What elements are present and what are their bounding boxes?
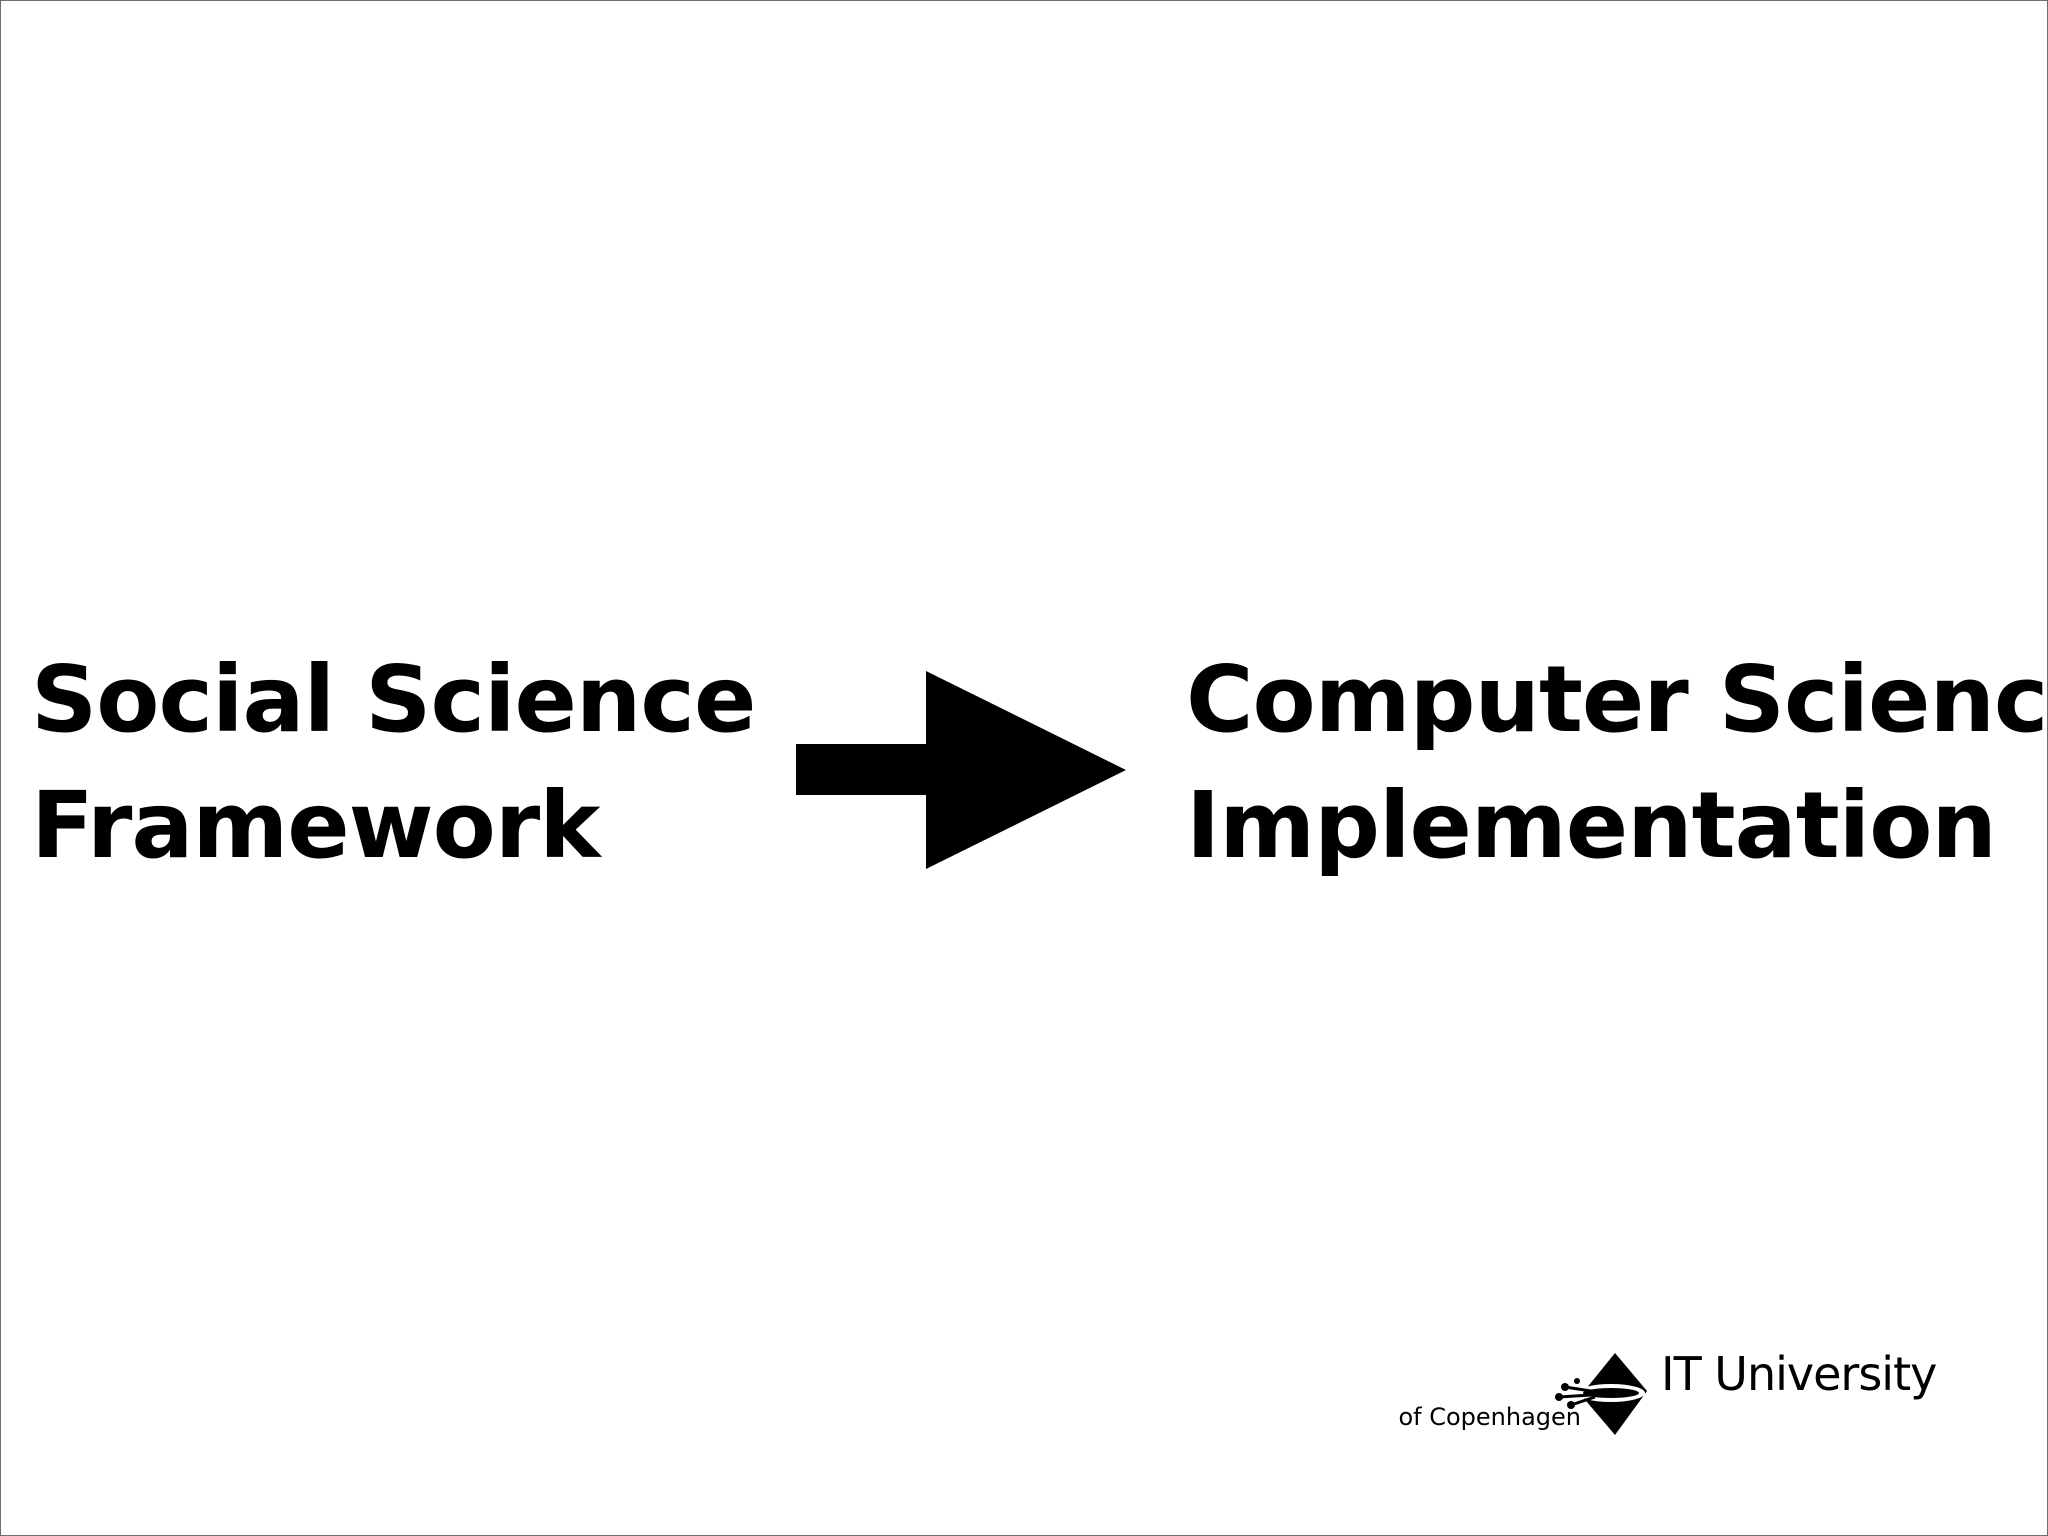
source-label: Social Science Framework bbox=[31, 637, 756, 889]
target-label-line-2: Implementation bbox=[1186, 772, 1997, 879]
arrow-right-icon bbox=[796, 671, 1126, 869]
target-label-line-1: Computer Science bbox=[1186, 646, 2048, 753]
logo-subtitle: of Copenhagen bbox=[1398, 1403, 1581, 1431]
source-label-line-1: Social Science bbox=[31, 646, 756, 753]
itu-logo-icon bbox=[1555, 1353, 1647, 1435]
target-label: Computer Science Implementation bbox=[1186, 637, 2048, 889]
logo-title: IT University bbox=[1661, 1347, 1937, 1401]
source-label-line-2: Framework bbox=[31, 772, 600, 879]
